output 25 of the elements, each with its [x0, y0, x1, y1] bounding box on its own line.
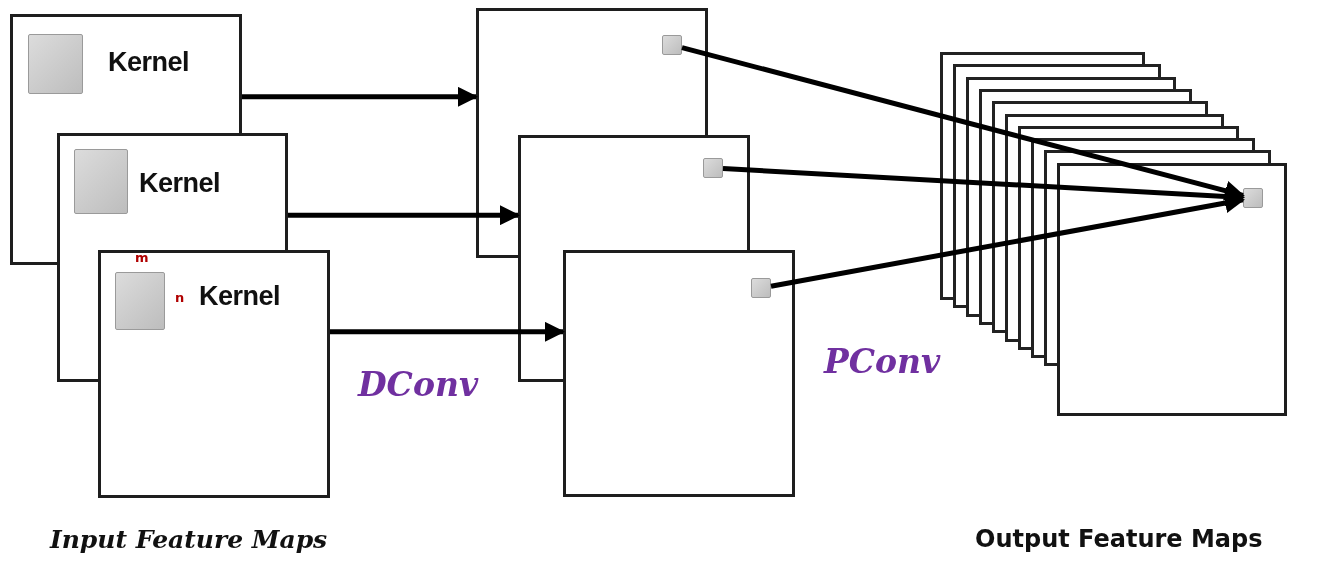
input-feature-map: [98, 250, 330, 498]
caption-label: Output Feature Maps: [975, 525, 1263, 553]
feature-pixel-square: [751, 278, 771, 298]
dimension-label: m: [135, 250, 149, 265]
kernel-label: Kernel: [108, 47, 190, 78]
feature-map: [476, 8, 708, 135]
input-feature-map: [57, 133, 288, 250]
arrow: [770, 193, 1245, 289]
feature-map: [563, 250, 795, 497]
input-feature-map: [10, 14, 242, 133]
feature-pixel-square: [662, 35, 682, 55]
arrow: [681, 45, 1245, 201]
feature-map: [1057, 163, 1287, 416]
kernel-label: Kernel: [139, 168, 221, 199]
kernel-label: Kernel: [199, 281, 281, 312]
dimension-label: n: [175, 290, 185, 305]
feature-pixel-square: [1243, 188, 1263, 208]
feature-pixel-square: [703, 158, 723, 178]
arrow: [288, 205, 520, 226]
caption-label: Input Feature Maps: [50, 525, 328, 554]
operation-label: PConv: [824, 342, 941, 381]
operation-label: DConv: [358, 365, 479, 404]
arrow: [330, 321, 565, 342]
arrow: [242, 86, 478, 107]
feature-map: [518, 135, 750, 250]
